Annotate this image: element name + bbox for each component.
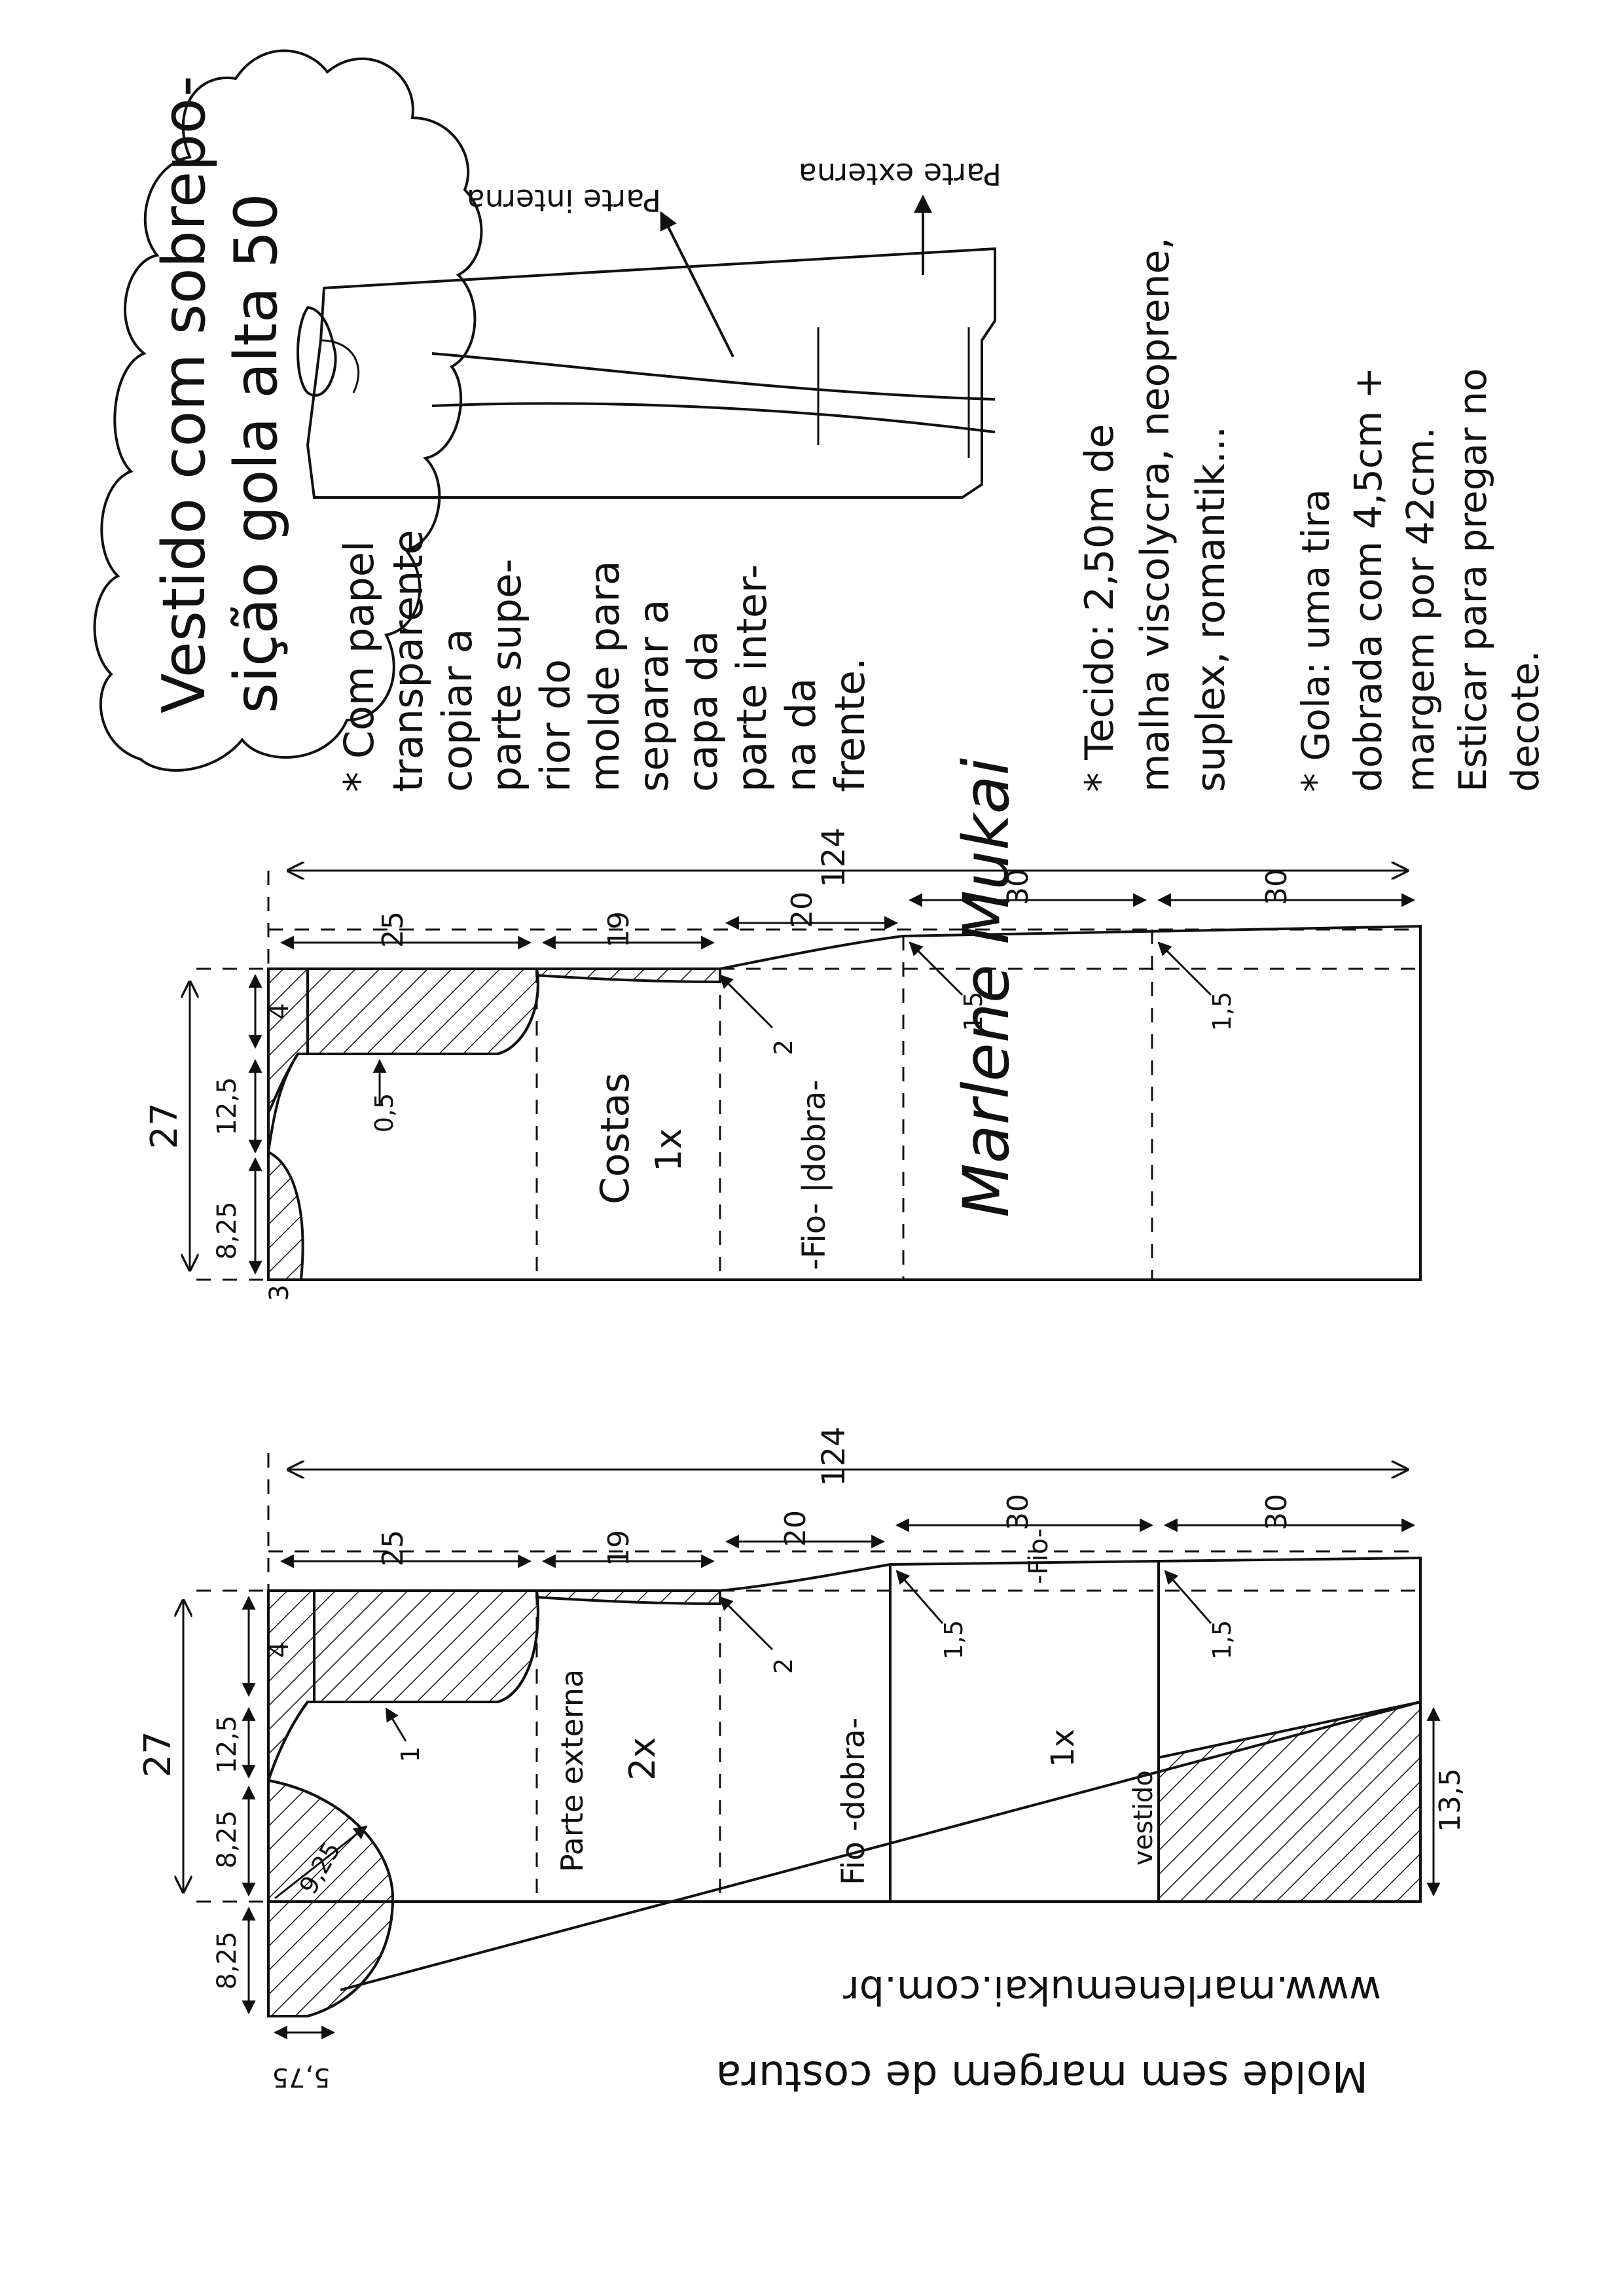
back-drop-label: 2: [769, 1039, 798, 1055]
back-width-part: 12,5: [212, 1077, 242, 1135]
front-segment-label: 19: [602, 1530, 636, 1566]
back-width-part: 8,25: [212, 1201, 242, 1259]
note-line: * Gola: uma tira: [1293, 489, 1338, 792]
front-width-part: 4: [264, 1641, 295, 1657]
back-piece-name: Costas: [592, 1073, 638, 1204]
back-grain-fold: -Fio- |dobra-: [796, 1079, 833, 1270]
note-line: margem por 42cm.: [1398, 427, 1443, 792]
back-total-length: 124: [816, 827, 852, 888]
front-width-part: 8,25: [212, 1810, 242, 1868]
back-segment-label: 30: [1260, 869, 1293, 905]
front-drop-label: 2: [769, 1658, 798, 1674]
footer-note: Molde sem margem de costura: [715, 2051, 1368, 2100]
label-inner: Parte interna: [467, 183, 661, 218]
note-line: suplex, romantik...: [1188, 426, 1234, 792]
front-segment-label: 20: [779, 1510, 812, 1547]
front-piece-name: Parte externa: [554, 1669, 590, 1872]
note-line: copiar a: [433, 628, 481, 792]
website-url: www.marlenemukai.com.br: [843, 1967, 1381, 2013]
title-cloud: Vestido com sobrepo- sição gola alta 50: [93, 49, 483, 772]
front-drop-label: 1,5: [939, 1620, 968, 1659]
note-line: separar a: [630, 600, 677, 792]
back-segment-label: 25: [376, 911, 410, 948]
back-drop-label: 0,5: [370, 1093, 399, 1132]
front-total-length: 124: [816, 1426, 852, 1487]
back-piece-qty: 1x: [648, 1129, 689, 1172]
front-segment-label: 25: [376, 1530, 410, 1566]
note-line: parte supe-: [482, 559, 530, 792]
note-line: na da: [777, 678, 825, 792]
front-segment-label: 30: [1260, 1494, 1293, 1530]
note-line: frente.: [826, 657, 874, 792]
title-line-2: sição gola alta 50: [222, 193, 291, 714]
signature: Marlene Mukai: [950, 758, 1023, 1218]
front-drop-label: 1: [396, 1746, 425, 1762]
front-side-grain: -Fio-: [1024, 1528, 1054, 1584]
title-line-1: Vestido com sobrepo-: [150, 75, 219, 714]
back-width: 27: [143, 1102, 186, 1149]
back-width-part: 4: [264, 1003, 295, 1019]
front-width-part: 8,25: [212, 1931, 242, 1989]
note-line: molde para: [581, 560, 628, 792]
front-width: 27: [137, 1731, 179, 1777]
front-grain-fold: Fio -dobra-: [835, 1718, 872, 1885]
back-width-part: 3: [264, 1284, 295, 1301]
note-line: decote.: [1503, 650, 1547, 792]
front-dress-qty: 1x: [1045, 1729, 1081, 1767]
back-segment-label: 19: [602, 911, 636, 948]
front-piece-qty: 2x: [622, 1737, 663, 1780]
note-line: capa da: [679, 631, 727, 793]
dress-sketch: Parte interna Parte externa: [297, 156, 1001, 499]
front-hem-offset: 13,5: [1434, 1768, 1467, 1832]
front-width-part: 12,5: [212, 1715, 242, 1773]
note-line: parte inter-: [728, 564, 776, 792]
note-line: malha viscolycra, neoprene,: [1132, 237, 1178, 792]
back-drop-label: 1,5: [959, 992, 988, 1031]
note-line: dobrada com 4,5cm +: [1346, 367, 1390, 792]
note-line: rior do: [532, 659, 579, 792]
signature-text: Marlene Mukai: [950, 758, 1023, 1218]
note-line: transparente: [384, 530, 432, 792]
back-segment-label: 20: [785, 892, 819, 928]
back-piece: 124 25 19 20 30 30 27 8,25 12,5 4 3 0,5 2 1,5 1,5 Cost…: [143, 827, 1422, 1301]
back-segment-label: 30: [1001, 869, 1035, 905]
back-drop-label: 1,5: [1208, 992, 1236, 1031]
front-dress-label: vestido: [1128, 1770, 1159, 1866]
label-outer: Parte externa: [799, 156, 1001, 192]
note-line: Esticar para pregar no: [1451, 368, 1495, 792]
front-left-offset: 5,75: [272, 2062, 330, 2092]
note-line: * Com papel: [335, 541, 383, 792]
front-segment-label: 30: [1001, 1494, 1035, 1530]
front-drop-label: 1,5: [1208, 1620, 1236, 1659]
note-line: * Tecido: 2,50m de: [1077, 424, 1123, 792]
